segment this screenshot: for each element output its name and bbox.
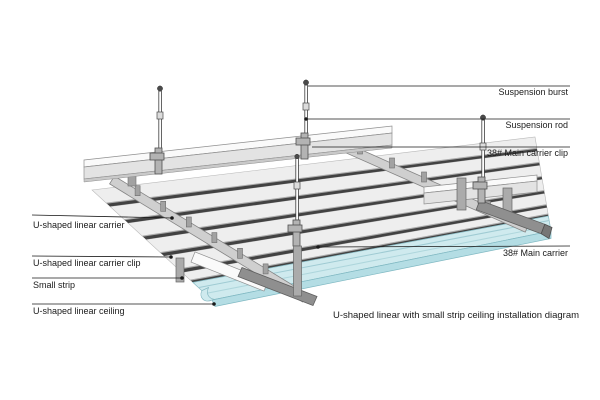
labels-right: Suspension burst Suspension rod 38# Main… [487, 87, 569, 258]
suspension-burst-anchor [303, 79, 309, 86]
leader-lines [31, 85, 571, 306]
label-main-carrier: 38# Main carrier [503, 248, 568, 258]
label-linear-ceiling: U-shaped linear ceiling [33, 306, 125, 316]
carrier-hanger [293, 245, 302, 297]
diagram-caption: U-shaped linear with small strip ceiling… [333, 310, 579, 321]
label-linear-carrier-clip: U-shaped linear carrier clip [33, 258, 141, 268]
suspension-rod-c [472, 114, 488, 204]
u-profile-end-cap [200, 286, 216, 302]
leader-main-carrier [317, 245, 571, 248]
suspension-burst-anchor [157, 85, 163, 92]
label-linear-carrier: U-shaped linear carrier [33, 220, 125, 230]
strip-clips [134, 185, 269, 275]
suspension-rod-d [287, 153, 303, 297]
label-suspension-rod: Suspension rod [505, 120, 568, 130]
label-suspension-burst: Suspension burst [498, 87, 568, 97]
label-main-carrier-clip: 38# Main carrier clip [487, 148, 568, 158]
hanger-tab [456, 177, 467, 211]
label-small-strip: Small strip [33, 280, 75, 290]
c-channel-end [540, 223, 553, 240]
suspension-rod-a [149, 85, 165, 175]
labels-left: U-shaped linear carrier U-shaped linear … [33, 220, 141, 316]
main-carrier-front-right [456, 177, 553, 240]
suspension-rod-b [295, 79, 311, 160]
leader-linear-carrier [31, 214, 173, 219]
carrier-clip [175, 257, 185, 283]
leader-linear-carrier-clip [31, 255, 172, 258]
